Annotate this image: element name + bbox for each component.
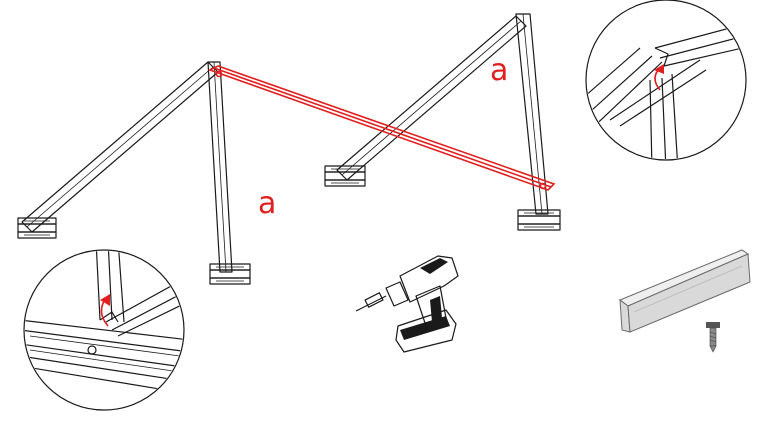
left-foot-rear — [17, 217, 57, 239]
left-foot-front — [209, 263, 251, 285]
right-foot-front — [517, 209, 561, 231]
detail-circle-bottom-left — [23, 249, 185, 411]
cordless-drill-icon — [355, 255, 459, 353]
label-a-top: a — [490, 53, 508, 88]
right-foot-rear — [324, 165, 366, 187]
cross-brace-highlight — [207, 65, 556, 191]
left-frame — [17, 61, 251, 285]
detail-circle-top-right — [585, 0, 747, 161]
label-a-middle: a — [258, 186, 276, 221]
angle-profile-icon — [618, 249, 751, 333]
self-drilling-screw-icon — [706, 322, 720, 353]
right-frame — [324, 13, 561, 231]
